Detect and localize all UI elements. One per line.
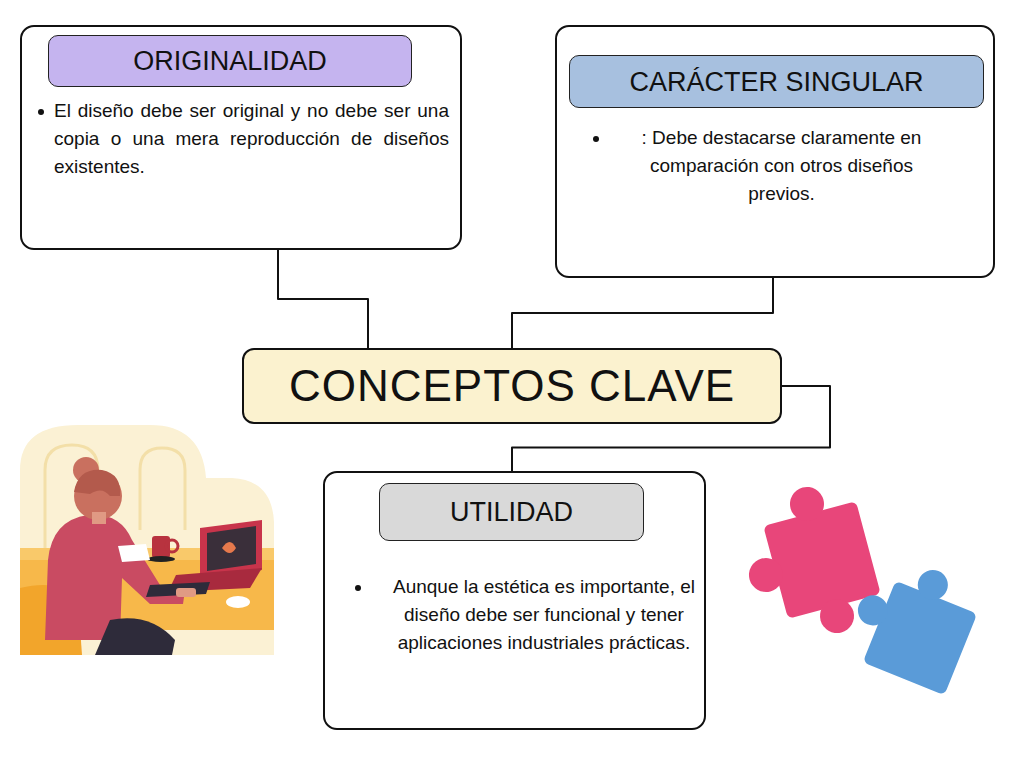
puzzle-illustration xyxy=(730,475,986,695)
heading-pill: ORIGINALIDAD xyxy=(48,35,412,87)
designer-illustration xyxy=(20,425,274,655)
bullet-dot xyxy=(38,109,44,115)
central-title: CONCEPTOS CLAVE xyxy=(289,360,735,412)
body-text: Aunque la estética es importante, el dis… xyxy=(383,573,705,657)
concept-box: : Debe destacarse claramente en comparac… xyxy=(555,25,995,278)
heading-pill: UTILIDAD xyxy=(379,483,644,541)
concept-box: El diseño debe ser original y no debe se… xyxy=(20,25,462,250)
connector-line xyxy=(278,250,368,348)
bullet-dot xyxy=(593,136,599,142)
bullet-dot xyxy=(355,585,361,591)
central-box: CONCEPTOS CLAVE xyxy=(242,348,782,424)
concept-box: Aunque la estética es importante, el dis… xyxy=(323,471,706,730)
heading-text: ORIGINALIDAD xyxy=(133,45,327,77)
heading-pill: CARÁCTER SINGULAR xyxy=(569,55,984,108)
body-text: : Debe destacarse claramente en comparac… xyxy=(619,124,944,208)
heading-text: CARÁCTER SINGULAR xyxy=(629,66,923,98)
body-text: El diseño debe ser original y no debe se… xyxy=(54,97,449,181)
connector-line xyxy=(512,278,773,348)
heading-text: UTILIDAD xyxy=(450,496,573,528)
